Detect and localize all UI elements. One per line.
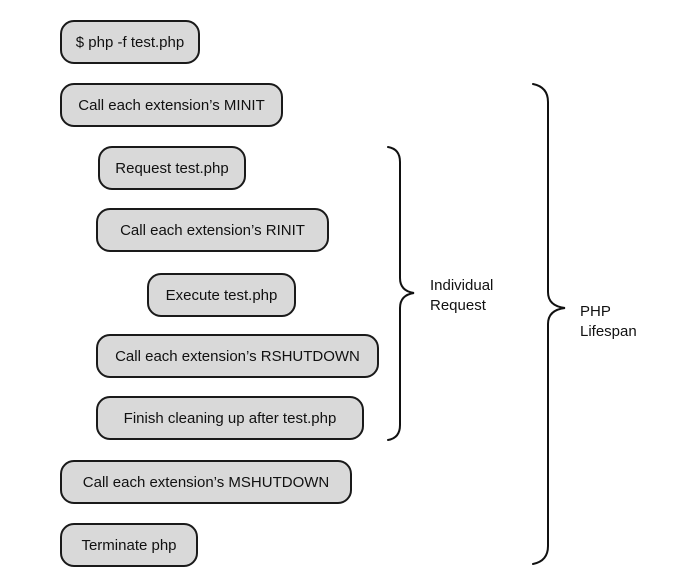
php-lifespan-label: PHP Lifespan [580,302,637,342]
step-terminate-php: Terminate php [60,523,198,567]
individual-request-label-line1: Individual [430,277,494,294]
step-call-minit: Call each extension’s MINIT [60,83,283,127]
individual-request-label-line2: Request [430,297,486,314]
individual-request-brace [387,146,415,441]
php-lifespan-label-line2: Lifespan [580,323,637,340]
step-call-rshutdown: Call each extension’s RSHUTDOWN [96,334,379,378]
individual-request-label: Individual Request [430,276,493,316]
step-execute-test-php: Execute test.php [147,273,296,317]
php-lifespan-label-line1: PHP [580,303,611,320]
step-request-test-php: Request test.php [98,146,246,190]
step-run-php-command: $ php -f test.php [60,20,200,64]
step-call-mshutdown: Call each extension’s MSHUTDOWN [60,460,352,504]
step-call-rinit: Call each extension’s RINIT [96,208,329,252]
php-lifespan-brace [532,83,566,565]
step-finish-cleaning-up: Finish cleaning up after test.php [96,396,364,440]
